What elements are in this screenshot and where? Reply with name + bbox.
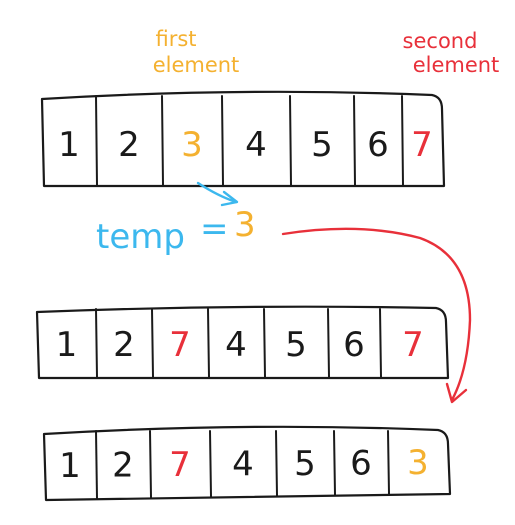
cell-divider xyxy=(275,430,278,497)
array-cell-value: 2 xyxy=(113,325,135,365)
array-cell-value: 1 xyxy=(56,325,78,365)
cell-divider xyxy=(149,430,152,499)
array-cell-value: 7 xyxy=(169,325,191,365)
array-cell-value: 3 xyxy=(181,125,203,165)
cell-divider xyxy=(95,308,98,378)
cell-divider xyxy=(151,308,154,378)
cell-divider xyxy=(333,430,336,496)
array-cell-value: 4 xyxy=(232,445,254,485)
first-element-label-line1: first xyxy=(155,27,196,51)
cell-divider xyxy=(95,430,98,500)
second-element-label-line1: second xyxy=(403,29,478,53)
copy-to-temp-arrow xyxy=(196,181,238,204)
array-cell-value: 3 xyxy=(407,443,429,483)
cell-divider xyxy=(387,430,390,495)
second-element-label-line2: element xyxy=(413,53,500,77)
cell-divider xyxy=(289,95,292,186)
cell-divider xyxy=(327,308,330,378)
array-box xyxy=(40,90,446,188)
array-cell-value: 5 xyxy=(294,444,316,484)
array-cell-value: 5 xyxy=(311,125,333,165)
temp-to-last-arrow xyxy=(281,227,472,402)
array-box xyxy=(35,305,450,380)
temp-name: temp xyxy=(96,217,185,257)
first-element-label-line2: element xyxy=(153,53,240,77)
array-cell-value: 2 xyxy=(112,445,134,485)
array-cell-value: 1 xyxy=(58,125,80,165)
array-cell-value: 7 xyxy=(411,125,433,165)
array-cell-value: 4 xyxy=(225,325,247,365)
array-cell-value: 6 xyxy=(343,325,365,365)
cell-divider xyxy=(379,308,382,378)
temp-to-last-arrowhead xyxy=(445,382,468,404)
array-cell-value: 4 xyxy=(245,125,267,165)
array-cell-value: 1 xyxy=(59,446,81,486)
array-box xyxy=(42,425,452,502)
cell-divider xyxy=(401,95,404,186)
array-cell-value: 2 xyxy=(118,125,140,165)
cell-divider xyxy=(207,308,210,378)
cell-divider xyxy=(221,95,224,186)
array-cell-value: 6 xyxy=(367,125,389,165)
copy-to-temp-arrowhead xyxy=(220,190,239,207)
cell-divider xyxy=(353,95,356,186)
cell-divider xyxy=(161,95,164,186)
temp-equals: = xyxy=(200,209,229,249)
cell-divider xyxy=(95,95,98,186)
temp-value: 3 xyxy=(234,205,256,245)
array-cell-value: 7 xyxy=(169,445,191,485)
array-cell-value: 5 xyxy=(285,325,307,365)
cell-divider xyxy=(209,430,212,498)
array-cell-value: 6 xyxy=(350,444,372,484)
array-cell-value: 7 xyxy=(402,325,424,365)
cell-divider xyxy=(263,308,266,378)
